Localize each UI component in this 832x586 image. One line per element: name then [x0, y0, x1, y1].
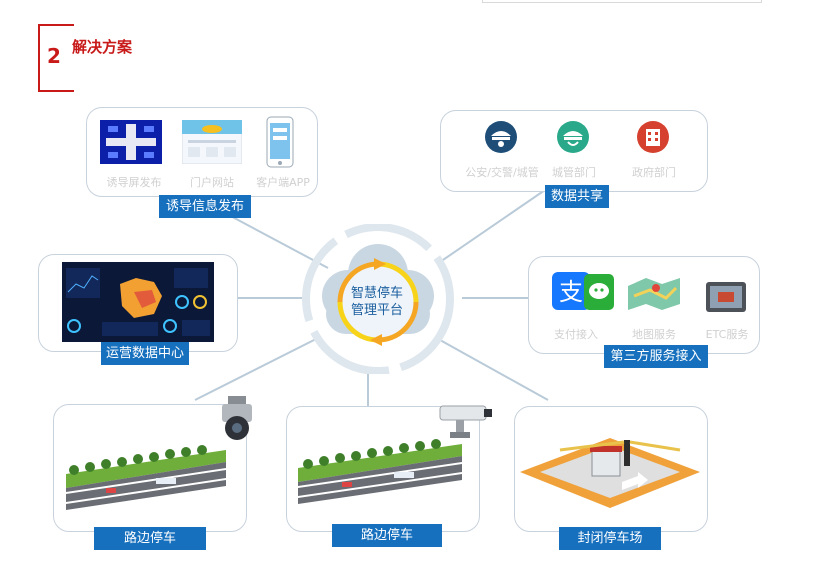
data-share-item-1: 公安/交警/城管 — [465, 166, 539, 179]
ops-dashboard-image — [62, 262, 214, 342]
police-cap-icon — [485, 121, 517, 153]
building-icon — [637, 121, 669, 153]
label-third-party: 第三方服务接入 — [604, 345, 708, 368]
label-ops-center: 运营数据中心 — [101, 342, 189, 365]
camera-device-icon — [706, 282, 746, 312]
guidance-item-3: 客户端APP — [256, 176, 310, 189]
toll-gate-icon — [520, 438, 700, 508]
hub-title: 智慧停车 管理平台 — [334, 285, 420, 319]
map-icon — [628, 278, 680, 310]
hub-line-1: 智慧停车 — [350, 286, 403, 301]
label-closed-lot: 封闭停车场 — [559, 527, 661, 550]
third-party-item-2: 地图服务 — [632, 328, 676, 341]
shield-cap-icon — [557, 121, 589, 153]
data-share-item-2: 城管部门 — [552, 166, 596, 179]
section-bracket — [38, 24, 74, 92]
alipay-icon: 支 — [552, 272, 590, 310]
hub-line-2: 管理平台 — [350, 303, 403, 318]
portal-website-image — [182, 120, 242, 164]
guidance-item-2: 门户网站 — [190, 176, 234, 189]
label-data-share: 数据共享 — [545, 185, 609, 208]
svg-text:支: 支 — [559, 278, 583, 306]
section-title: 解决方案 — [72, 38, 133, 56]
label-guidance: 诱导信息发布 — [159, 195, 251, 218]
box-camera-icon — [439, 405, 492, 438]
label-roadside-2: 路边停车 — [332, 524, 442, 547]
guidance-screen-image — [100, 120, 162, 164]
data-share-item-3: 政府部门 — [632, 166, 676, 179]
wechat-pay-icon — [584, 274, 614, 310]
section-number: 2 — [47, 44, 61, 68]
dome-camera-icon — [222, 396, 252, 440]
third-party-item-3: ETC服务 — [705, 328, 749, 341]
phone-app-image — [266, 116, 294, 168]
roadside-scene-1 — [66, 445, 226, 510]
hub-cloud — [302, 224, 454, 374]
top-frame-edge — [482, 0, 762, 3]
guidance-item-1: 诱导屏发布 — [106, 176, 162, 189]
third-party-item-1: 支付接入 — [554, 328, 598, 341]
label-roadside-1: 路边停车 — [94, 527, 206, 550]
roadside-scene-2 — [298, 439, 462, 504]
